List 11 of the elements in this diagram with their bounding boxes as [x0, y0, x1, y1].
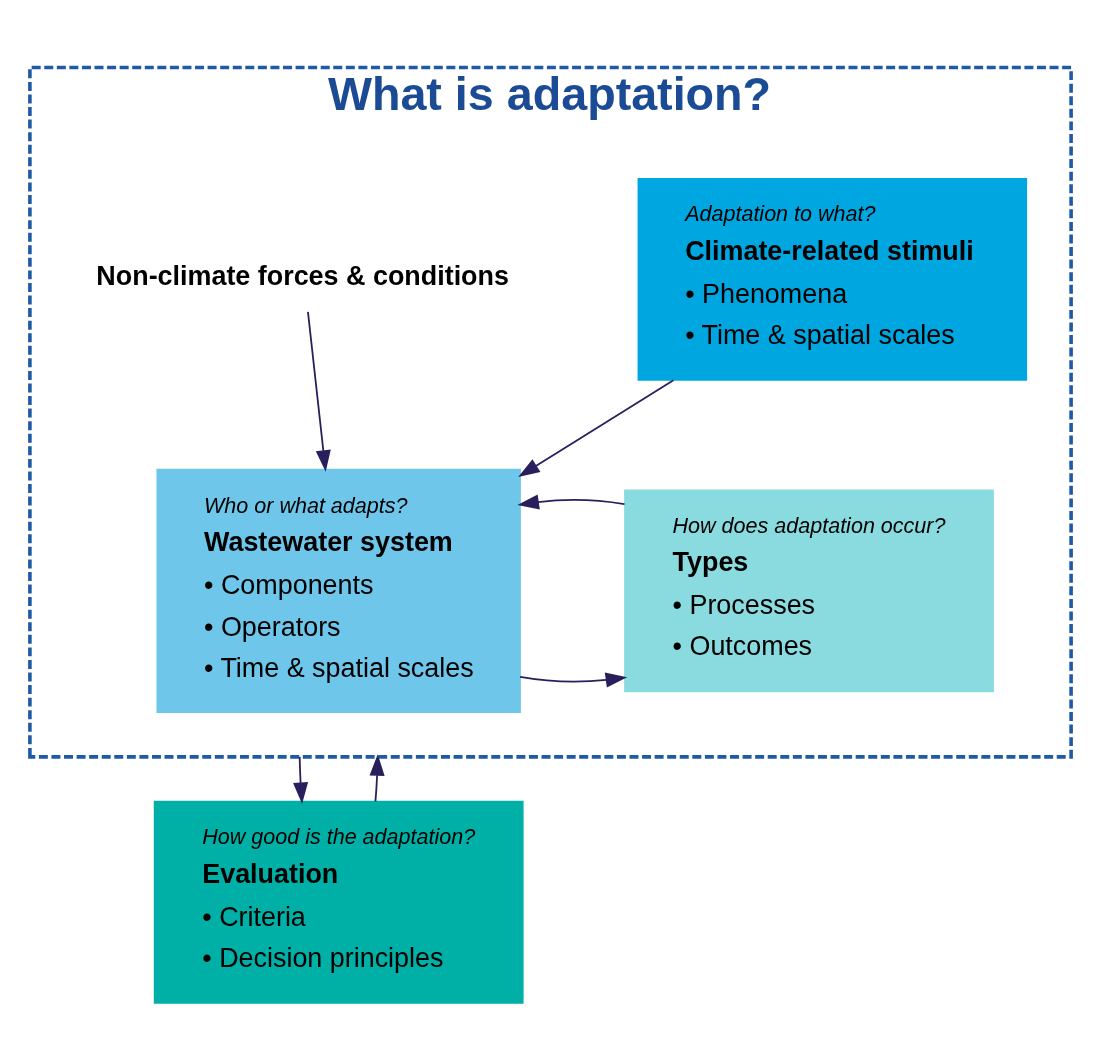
arrow — [518, 378, 675, 477]
arrow — [307, 310, 331, 472]
node-box: Who or what adapts? Wastewater system • Components • Operators • Time & spatial scales — [156, 468, 521, 713]
arrow — [517, 494, 626, 509]
arrow — [293, 755, 309, 804]
node-text: Non-climate forces & conditions — [96, 260, 509, 291]
node-box: How good is the adaptation? Evaluation • Criteria • Decision principles — [153, 800, 524, 1004]
node-box: How does adaptation occur? Types • Processes • Outcomes — [624, 488, 994, 692]
node-box: Adaptation to what? Climate-related stimuli • Phenomena • Time & spatial scales — [637, 177, 1028, 381]
arrow — [519, 672, 628, 688]
arrow — [369, 753, 385, 802]
